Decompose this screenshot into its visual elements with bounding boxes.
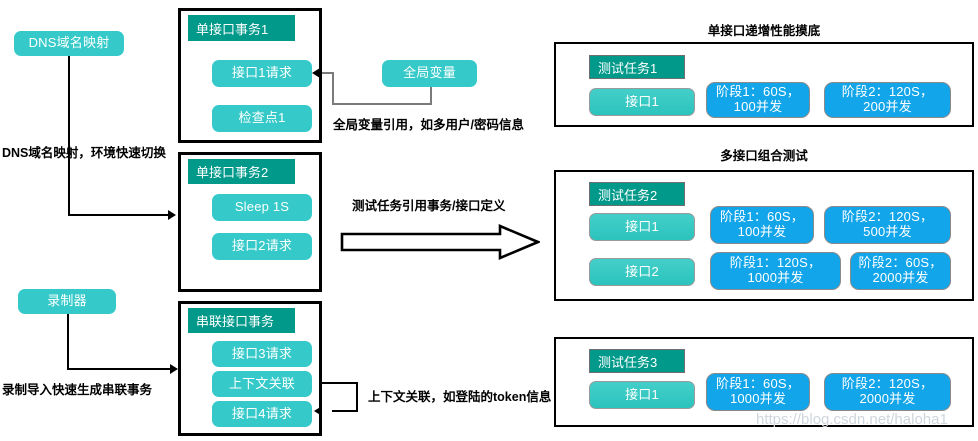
connector-context-arrow-icon [314,406,322,416]
section-2-task-header: 测试任务2 [589,182,685,206]
caption-recorder: 录制导入快速生成串联事务 [2,383,153,397]
connector-globalvar-vertical [430,87,432,105]
flow-arrow-icon [340,224,542,260]
connector-dns-arrow-icon [168,210,176,220]
section-3-row-1-phase-2[interactable]: 阶段2：120S，2000并发 [824,373,951,411]
transaction-3-step-3[interactable]: 接口4请求 [212,401,312,427]
connector-context-right [356,382,358,412]
section-2-row-1-phase-1[interactable]: 阶段1：60S，100并发 [710,206,814,244]
node-global-variable[interactable]: 全局变量 [382,60,477,87]
node-recorder[interactable]: 录制器 [18,289,116,314]
connector-context-bottom [332,410,358,412]
section-2-title: 多接口组合测试 [720,149,808,163]
connector-context-top [322,382,358,384]
section-1-title: 单接口递增性能摸底 [707,24,821,38]
section-3-row-1-interface[interactable]: 接口1 [589,381,695,409]
section-3-task-header: 测试任务3 [589,349,685,373]
connector-globalvar-horizontal-lower [332,103,432,105]
transaction-1-step-2[interactable]: 检查点1 [212,105,312,132]
section-3-row-1-phase-1[interactable]: 阶段1：60S，1000并发 [706,373,810,411]
section-1-row-1-phase-1[interactable]: 阶段1：60S，100并发 [706,82,810,118]
section-1-row-1-phase-2[interactable]: 阶段2：120S，200并发 [824,82,951,118]
caption-dns-mapping: DNS域名映射，环境快速切换 [2,146,166,160]
watermark: https://blog.csdn.net/haloha1 [756,411,948,428]
node-dns-mapping[interactable]: DNS域名映射 [14,31,124,56]
connector-globalvar-arrow-icon [312,68,320,78]
transaction-2-step-1[interactable]: Sleep 1S [212,194,312,221]
connector-globalvar-left-riser [332,72,334,105]
connector-globalvar-horizontal-upper [322,72,334,74]
transaction-3-step-1[interactable]: 接口3请求 [212,341,312,367]
transaction-3-header: 串联接口事务 [188,308,295,333]
transaction-2-header: 单接口事务2 [188,159,295,184]
section-1-row-1-interface[interactable]: 接口1 [589,88,695,116]
transaction-1-step-1[interactable]: 接口1请求 [212,60,312,87]
transaction-1-header: 单接口事务1 [188,15,295,41]
connector-recorder-horizontal [67,368,172,370]
section-2-row-1-phase-2[interactable]: 阶段2：120S，500并发 [824,206,951,244]
section-2-row-2-interface[interactable]: 接口2 [589,258,695,286]
section-2-row-1-interface[interactable]: 接口1 [589,213,695,241]
caption-context-link: 上下文关联，如登陆的token信息 [368,390,552,404]
section-2-row-2-phase-1[interactable]: 阶段1：120S，1000并发 [710,252,841,290]
connector-recorder-vertical [67,314,69,370]
connector-dns-horizontal [68,214,170,216]
transaction-3-step-2[interactable]: 上下文关联 [212,371,312,397]
transaction-2-step-2[interactable]: 接口2请求 [212,233,312,260]
connector-dns-vertical [68,56,70,216]
connector-recorder-arrow-icon [170,364,178,374]
caption-flow: 测试任务引用事务/接口定义 [352,199,506,213]
caption-global-variable: 全局变量引用，如多用户/密码信息 [333,118,524,132]
section-1-task-header: 测试任务1 [589,55,685,79]
section-2-row-2-phase-2[interactable]: 阶段2：60S，2000并发 [850,252,951,290]
